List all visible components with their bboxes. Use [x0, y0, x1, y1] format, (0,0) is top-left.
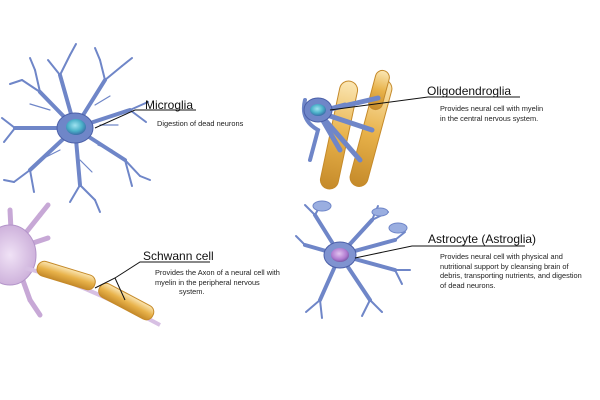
oligodendroglia-leader-line: [329, 96, 520, 111]
schwann-leader-line-1: [94, 261, 210, 289]
oligodendroglia-description-line-1: Provides neural cell with myelin: [440, 104, 544, 113]
astrocyte-description: Provides neural cell with physical and n…: [440, 252, 582, 290]
schwann-cell-description-line-2: myelin in the peripheral nervous: [155, 277, 260, 287]
leader-lines: [94, 96, 525, 301]
oligodendroglia-description-line-2: in the central nervous system.: [440, 113, 539, 123]
oligodendroglia-description: Provides neural cell with myelin in the …: [440, 104, 543, 123]
schwann-leader-line-2: [114, 277, 126, 301]
astrocyte-leader-line: [354, 245, 525, 259]
microglia-description: Digestion of dead neurons: [157, 119, 243, 129]
schwann-cell-title: Schwann cell: [143, 249, 214, 263]
astrocyte-description-line-1: Provides neural cell with physical and: [440, 252, 563, 261]
astrocyte-title: Astrocyte (Astroglia): [428, 232, 537, 246]
astrocyte-description-line-4: of dead neurons.: [440, 280, 496, 290]
schwann-cell-illustration: [0, 202, 161, 327]
schwann-cell-description-line-3: system.: [179, 287, 205, 297]
astrocyte-description-line-2: nutritional support by cleansing brain o…: [440, 261, 569, 271]
schwann-cell-description-line-1: Provides the Axon of a neural cell with: [155, 268, 280, 277]
microglia-leader-line: [94, 109, 196, 129]
microglia-title: Microglia: [145, 98, 194, 112]
oligodendroglia-illustration: [301, 69, 393, 190]
microglia-illustration: [1, 43, 151, 213]
oligodendroglia-title: Oligodendroglia: [427, 84, 512, 98]
astrocyte-illustration: [295, 200, 411, 319]
schwann-cell-description: Provides the Axon of a neural cell with …: [155, 268, 280, 297]
microglia-description-line-1: Digestion of dead neurons: [157, 119, 244, 128]
astrocyte-description-line-3: debris, transporting nutrients, and dige…: [440, 271, 582, 281]
